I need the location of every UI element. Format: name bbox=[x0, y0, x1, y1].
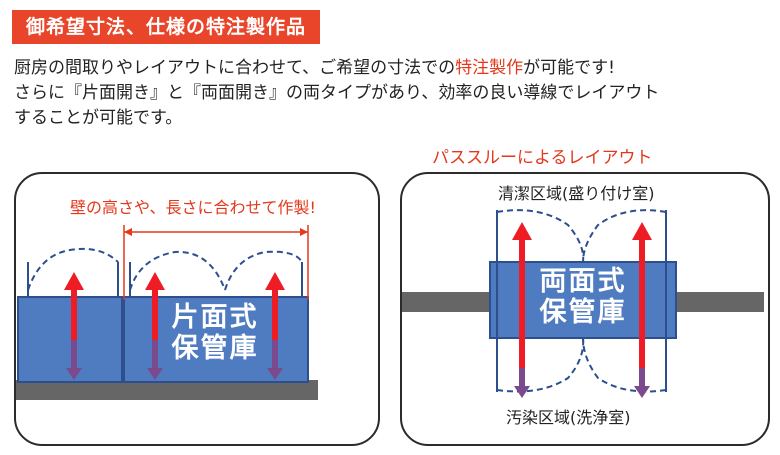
right-diagram bbox=[402, 209, 764, 398]
left-diagram bbox=[16, 225, 318, 400]
door-swing-arc bbox=[129, 250, 226, 291]
clean-zone-label: 清潔区域(盛り付け室) bbox=[498, 184, 655, 203]
door-swing-arc bbox=[582, 337, 667, 393]
dimension-note: 壁の高さや、長さに合わせて作製! bbox=[70, 198, 316, 217]
dimension-arrowhead bbox=[124, 228, 132, 236]
passthrough-caption: パススルーによるレイアウト bbox=[432, 148, 653, 168]
double-sided-cabinet-label: 両面式 保管庫 bbox=[539, 266, 627, 329]
section-title: 御希望寸法、仕様の特注製作品 bbox=[12, 10, 321, 44]
wall-right bbox=[676, 292, 764, 312]
door-swing-arc bbox=[496, 209, 585, 263]
flow-arrow-pair bbox=[512, 222, 532, 398]
door-swing-arc bbox=[27, 247, 119, 291]
dirty-zone-label: 汚染区域(洗浄室) bbox=[506, 408, 631, 427]
door-swing-arc bbox=[224, 250, 303, 291]
single-sided-cabinet-label: 片面式 保管庫 bbox=[171, 302, 259, 365]
wall-left bbox=[402, 292, 490, 312]
intro-line-3: することが可能です。 bbox=[14, 108, 183, 128]
dimension-arrowhead bbox=[300, 228, 308, 236]
intro-highlight: 特注製作 bbox=[455, 58, 524, 78]
door-swing-arc bbox=[496, 337, 585, 393]
cabinet-unit-left bbox=[17, 296, 123, 383]
flow-arrow-pair bbox=[64, 272, 84, 380]
floor-bar bbox=[16, 380, 318, 400]
flow-arrow-pair bbox=[265, 272, 285, 380]
intro-line-1: 厨房の間取りやレイアウトに合わせて、ご希望の寸法での特注製作が可能です! bbox=[14, 58, 615, 78]
intro-text: 厨房の間取りやレイアウトに合わせて、ご希望の寸法での特注製作が可能です! さらに… bbox=[14, 56, 774, 131]
flow-arrow-pair bbox=[145, 272, 165, 380]
intro-line-2: さらに『片面開き』と『両面開き』の両タイプがあり、効率の良い導線でレイアウト bbox=[14, 83, 660, 103]
flow-arrow-pair bbox=[632, 222, 652, 398]
door-swing-arc bbox=[582, 209, 667, 263]
